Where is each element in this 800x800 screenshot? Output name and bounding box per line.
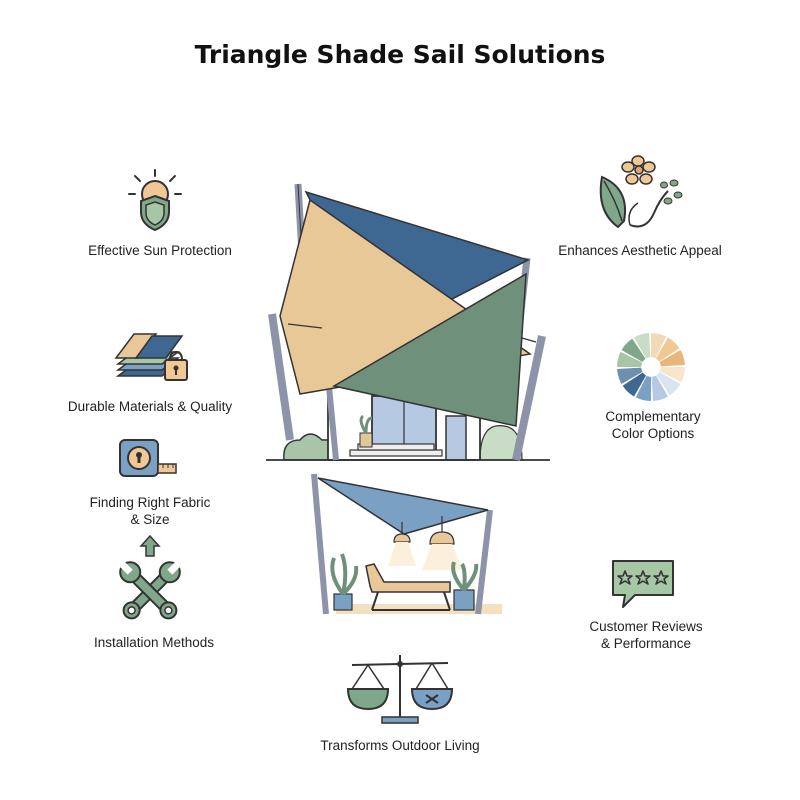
feature-aesthetic: Enhances Aesthetic Appeal (540, 242, 740, 259)
fabric-swatch-lock-icon (112, 332, 190, 390)
color-wheel-segment (656, 337, 680, 362)
tape-measure-icon (118, 436, 178, 480)
shade-sail-house-illustration (260, 178, 555, 466)
color-wheel-icon (614, 330, 688, 404)
feature-label: Durable Materials & Quality (67, 399, 233, 414)
color-wheel-segment (651, 333, 667, 359)
feature-label-line2: & Performance (600, 636, 692, 651)
feature-color-options: Complementary Color Options (553, 408, 753, 442)
sun-shield-icon (125, 168, 185, 234)
feature-sun-protection: Effective Sun Protection (60, 242, 260, 259)
feature-reviews: Customer Reviews & Performance (546, 618, 746, 652)
color-wheel-segment (659, 350, 685, 367)
feature-outdoor-living: Transforms Outdoor Living (280, 737, 520, 754)
page-title: Triangle Shade Sail Solutions (194, 40, 606, 69)
balance-scale-icon (340, 653, 460, 727)
wrench-arrow-icon (115, 534, 185, 624)
feature-label: Transforms Outdoor Living (320, 738, 480, 753)
feature-label-line1: Finding Right Fabric (89, 495, 211, 510)
feature-label: Enhances Aesthetic Appeal (558, 243, 722, 258)
color-wheel-segment (622, 372, 646, 397)
feature-label: Installation Methods (93, 635, 215, 650)
feature-label-line2: & Size (130, 512, 170, 527)
feature-label-line2: Color Options (611, 426, 695, 441)
color-wheel-segment (651, 375, 668, 401)
color-wheel-segment (621, 338, 646, 362)
color-wheel-segment (634, 333, 651, 359)
feature-durable-materials: Durable Materials & Quality (40, 398, 260, 415)
color-wheel-segment (659, 367, 685, 383)
color-wheel-segment (617, 351, 643, 367)
feature-fabric-size: Finding Right Fabric & Size (50, 494, 250, 528)
feature-label: Effective Sun Protection (88, 243, 232, 258)
color-wheel-segment (635, 375, 651, 401)
color-wheel-segment (656, 372, 681, 396)
flower-leaf-icon (594, 155, 686, 233)
feature-label-line1: Complementary (605, 409, 701, 424)
review-stars-icon (609, 557, 677, 611)
color-wheel-segment (617, 367, 643, 384)
patio-lounge-illustration (300, 470, 505, 618)
feature-installation: Installation Methods (54, 634, 254, 651)
feature-label-line1: Customer Reviews (589, 619, 703, 634)
